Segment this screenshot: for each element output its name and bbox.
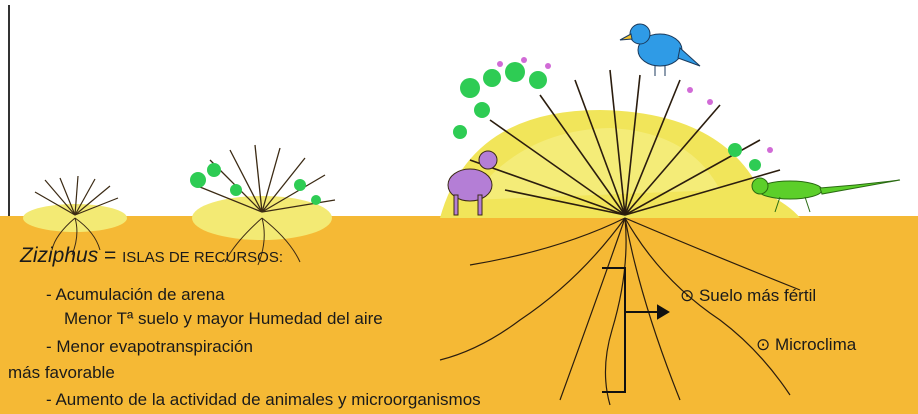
cause-biological-activity: - Aumento de la actividad de animales y … bbox=[46, 391, 481, 408]
title-equals: = bbox=[98, 244, 122, 267]
outcome-fertile-soil: ⊙ Suelo más fértil bbox=[680, 287, 816, 304]
cause-more-favorable: más favorable bbox=[8, 364, 115, 381]
genus-name: Ziziphus bbox=[20, 244, 98, 267]
title-caption: ISLAS DE RECURSOS: bbox=[122, 249, 283, 266]
resource-islands-title: Ziziphus = ISLAS DE RECURSOS: bbox=[20, 245, 283, 266]
cause-sand-accumulation: - Acumulación de arena bbox=[46, 286, 225, 303]
cause-evapotranspiration: - Menor evapotranspiración bbox=[46, 338, 253, 355]
cause-temperature-humidity: Menor Tª suelo y mayor Humedad del aire bbox=[64, 310, 383, 327]
outcome-microclimate: ⊙ Microclima bbox=[756, 336, 856, 353]
